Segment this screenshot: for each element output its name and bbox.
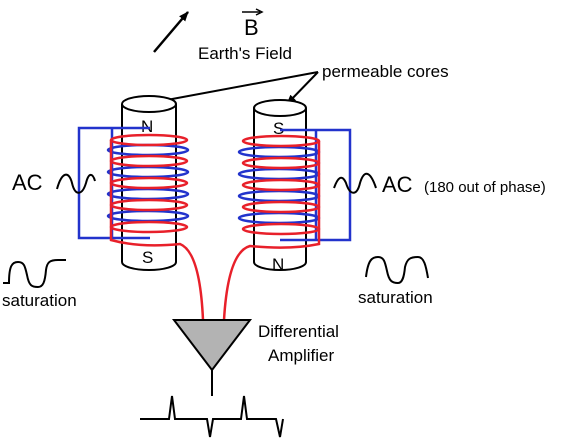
field-symbol: B: [244, 15, 259, 40]
right-ac-wave-icon: [333, 172, 377, 194]
left-red-winding: [109, 133, 205, 321]
right-ac-note: (180 out of phase): [424, 179, 546, 196]
left-saturation-wave-icon: [3, 259, 66, 289]
cores-callout: permeable cores: [322, 62, 449, 81]
right-core-top-pole: S: [273, 119, 284, 138]
amplifier-label-line1: Differential: [258, 322, 339, 341]
left-ac-wave-icon: [56, 173, 96, 194]
right-ac-label: AC: [382, 172, 413, 197]
amplifier-label-line2: Amplifier: [268, 346, 334, 365]
differential-amplifier: [171, 319, 253, 372]
field-caption: Earth's Field: [198, 44, 292, 63]
callout-arrow-left: [155, 71, 319, 105]
vector-arrowhead: [255, 8, 264, 16]
left-saturation-label: saturation: [2, 291, 77, 310]
field-arrow: [153, 11, 189, 53]
right-core-bottom-pole: N: [272, 255, 284, 274]
callout-arrow-right: [286, 71, 319, 105]
output-pulse-trace: [140, 395, 284, 438]
left-core-bottom-pole: S: [142, 248, 153, 267]
right-saturation-label: saturation: [358, 288, 433, 307]
left-core-top-pole: N: [141, 117, 153, 136]
right-red-winding: [222, 134, 321, 321]
left-ac-label: AC: [12, 170, 43, 195]
right-saturation-wave-icon: [365, 255, 429, 285]
